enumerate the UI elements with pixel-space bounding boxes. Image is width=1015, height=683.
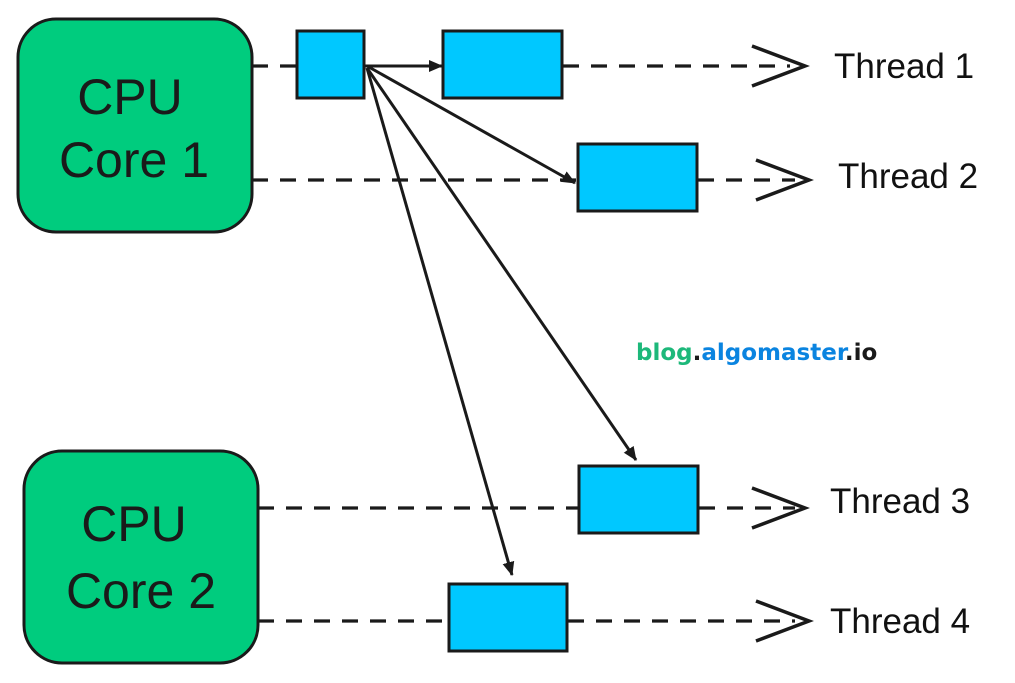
thread-2-task-box — [576, 142, 699, 213]
watermark-dot2: . — [845, 340, 854, 366]
thread-4-chevron-right-icon — [755, 599, 814, 643]
arrow-to-thread-4-icon — [365, 67, 515, 576]
thread-3-chevron-right-icon — [751, 486, 810, 530]
dispatch-arrows — [365, 60, 638, 576]
arrow-to-thread-2-icon — [366, 64, 576, 185]
cpu-core-1-label-line2: Core 1 — [59, 132, 209, 188]
watermark-part3: io — [854, 340, 878, 366]
thread-4-label: Thread 4 — [830, 602, 970, 641]
cpu-core-1-box — [16, 17, 254, 234]
thread-3-label: Thread 3 — [830, 482, 970, 521]
cpu-core-2-label-line1: CPU — [81, 496, 187, 552]
thread-3-task-box — [577, 464, 700, 535]
task-boxes — [295, 29, 700, 653]
thread-2-chevron-right-icon — [755, 158, 814, 202]
thread-1-chevron-right-icon — [751, 44, 810, 88]
thread-2-label: Thread 2 — [838, 157, 978, 196]
thread-4-task-box — [447, 582, 569, 653]
watermark-dot1: . — [693, 340, 702, 366]
arrow-to-thread-3-icon — [365, 67, 638, 461]
thread-1-label: Thread 1 — [834, 47, 974, 86]
thread-lines — [252, 64, 795, 623]
cpu-core-2: CPU Core 2 — [22, 449, 260, 665]
watermark-part2: algomaster — [701, 340, 848, 366]
chevron-right-icons — [751, 44, 814, 643]
thread-1-task-box — [441, 29, 564, 100]
cpu-core-2-box — [22, 449, 260, 665]
cpu-core-1-label-line1: CPU — [77, 69, 183, 125]
watermark-part1: blog — [636, 340, 693, 366]
source-task-box — [295, 29, 366, 100]
cpu-core-1: CPU Core 1 — [16, 17, 254, 234]
watermark: blog.algomaster.io — [636, 340, 877, 366]
cpu-core-2-label-line2: Core 2 — [66, 563, 216, 619]
